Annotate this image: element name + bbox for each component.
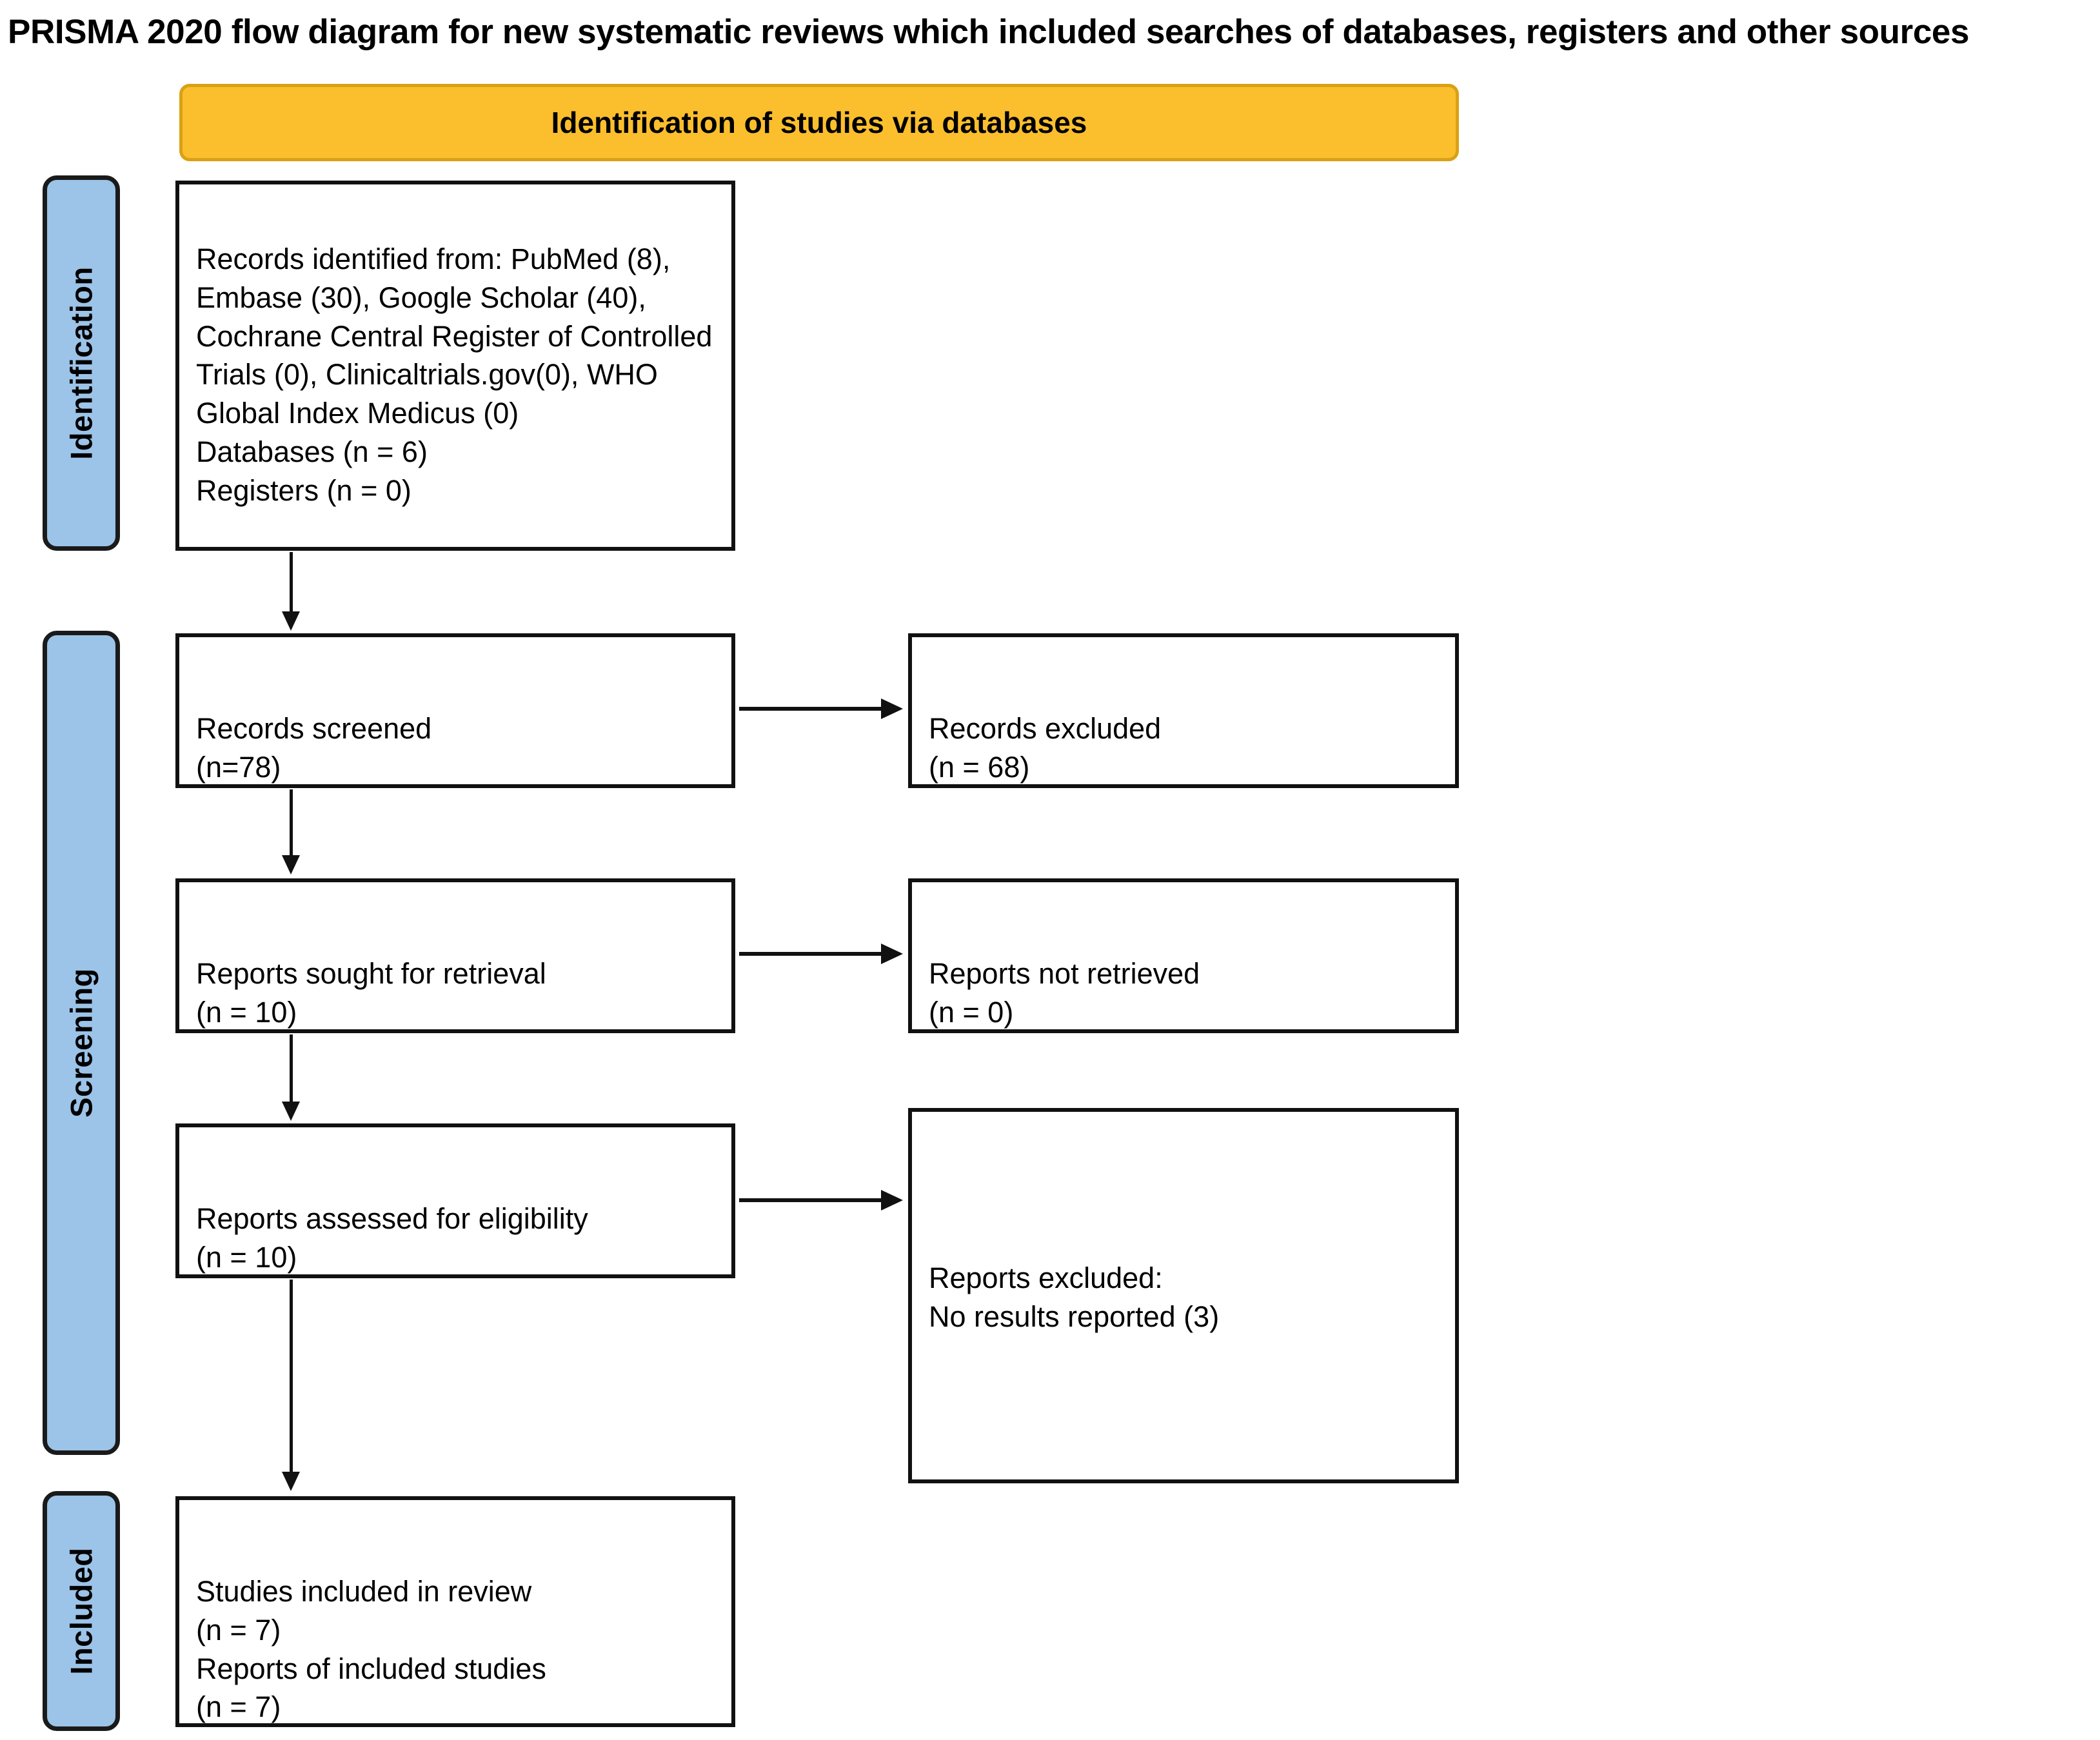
phase-header-label: Identification of studies via databases: [551, 106, 1087, 139]
stage-bar-label-included: Included: [64, 1547, 99, 1675]
box-records-identified: Records identified from: PubMed (8), Emb…: [175, 181, 735, 551]
connector-screened-to-sought-line: [290, 789, 293, 856]
stage-bar-label-screening: Screening: [64, 968, 99, 1118]
box-studies-included-in-review-text: Studies included in review (n = 7) Repor…: [196, 1574, 546, 1724]
box-reports-not-retrieved: Reports not retrieved (n = 0): [908, 878, 1459, 1033]
arrowhead-down-icon: [282, 855, 300, 875]
connector-assessed-to-reports-excluded-line: [739, 1198, 889, 1202]
arrowhead-right-icon: [881, 944, 903, 964]
connector-assessed-to-included-line: [290, 1280, 293, 1473]
box-reports-assessed-for-eligibility-text: Reports assessed for eligibility (n = 10…: [196, 1201, 588, 1274]
box-reports-assessed-for-eligibility: Reports assessed for eligibility (n = 10…: [175, 1123, 735, 1278]
connector-screened-to-excluded-line: [739, 707, 889, 711]
stage-bar-label-identification: Identification: [64, 266, 99, 460]
box-reports-excluded-text: Reports excluded: No results reported (3…: [929, 1261, 1220, 1333]
stage-bar-screening: Screening: [43, 631, 120, 1455]
box-records-screened-text: Records screened (n=78): [196, 711, 432, 784]
connector-sought-to-not-retrieved-line: [739, 952, 889, 956]
box-records-excluded-text: Records excluded (n = 68): [929, 711, 1162, 784]
arrowhead-down-icon: [282, 1102, 300, 1121]
connector-sought-to-assessed-line: [290, 1034, 293, 1103]
phase-header-identification-via-databases: Identification of studies via databases: [179, 84, 1459, 161]
box-records-identified-text: Records identified from: PubMed (8), Emb…: [196, 242, 713, 507]
arrowhead-down-icon: [282, 611, 300, 631]
stage-bar-included: Included: [43, 1491, 120, 1731]
box-reports-not-retrieved-text: Reports not retrieved (n = 0): [929, 956, 1200, 1029]
arrowhead-right-icon: [881, 698, 903, 719]
box-reports-sought-for-retrieval-text: Reports sought for retrieval (n = 10): [196, 956, 546, 1029]
box-reports-sought-for-retrieval: Reports sought for retrieval (n = 10): [175, 878, 735, 1033]
page-title: PRISMA 2020 flow diagram for new systema…: [8, 13, 1970, 51]
arrowhead-right-icon: [881, 1190, 903, 1211]
stage-bar-identification: Identification: [43, 175, 120, 551]
box-reports-excluded: Reports excluded: No results reported (3…: [908, 1108, 1459, 1483]
box-records-screened: Records screened (n=78): [175, 633, 735, 788]
connector-identified-to-screened-line: [290, 552, 293, 614]
box-studies-included-in-review: Studies included in review (n = 7) Repor…: [175, 1496, 735, 1727]
arrowhead-down-icon: [282, 1472, 300, 1491]
box-records-excluded: Records excluded (n = 68): [908, 633, 1459, 788]
